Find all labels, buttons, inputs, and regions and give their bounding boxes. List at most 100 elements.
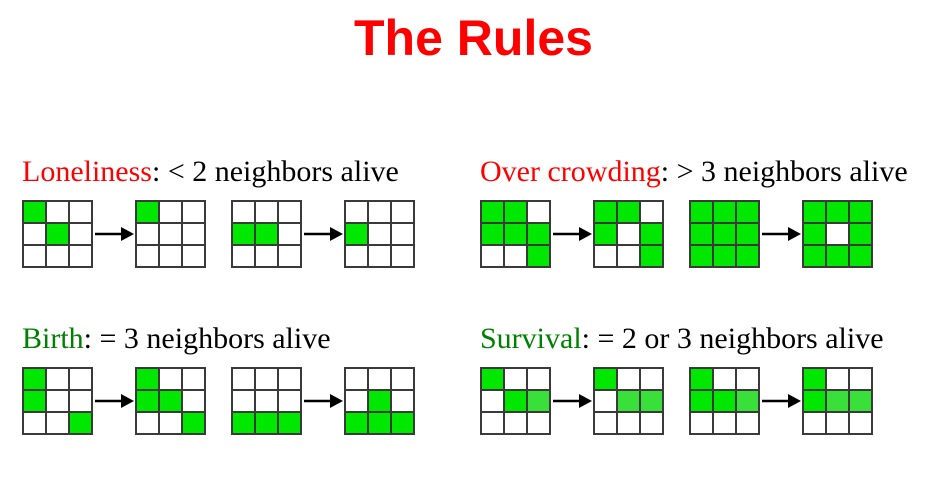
life-cell-r2-c1[interactable] xyxy=(369,246,390,266)
life-cell-r1-c0[interactable] xyxy=(595,224,616,244)
grid-before[interactable] xyxy=(231,200,302,268)
grid-before[interactable] xyxy=(689,200,760,268)
life-cell-r0-c0[interactable] xyxy=(137,202,158,222)
life-cell-r0-c1[interactable] xyxy=(369,202,390,222)
life-cell-r2-c2[interactable] xyxy=(528,413,549,433)
life-cell-r2-c0[interactable] xyxy=(804,246,825,266)
life-cell-r2-c1[interactable] xyxy=(256,413,277,433)
life-cell-r2-c0[interactable] xyxy=(233,246,254,266)
life-cell-r2-c1[interactable] xyxy=(714,246,735,266)
life-cell-r0-c1[interactable] xyxy=(827,369,848,389)
life-cell-r0-c1[interactable] xyxy=(714,369,735,389)
life-cell-r1-c2[interactable] xyxy=(70,391,91,411)
life-cell-r1-c0[interactable] xyxy=(482,224,503,244)
life-cell-r1-c0[interactable] xyxy=(595,391,616,411)
grid-after[interactable] xyxy=(135,200,206,268)
life-cell-r1-c2[interactable] xyxy=(850,391,871,411)
life-cell-r2-c1[interactable] xyxy=(256,246,277,266)
life-cell-r1-c0[interactable] xyxy=(804,391,825,411)
grid-before[interactable] xyxy=(231,367,302,435)
life-cell-r1-c0[interactable] xyxy=(233,224,254,244)
life-cell-r0-c2[interactable] xyxy=(183,202,204,222)
life-cell-r1-c1[interactable] xyxy=(827,224,848,244)
life-cell-r1-c0[interactable] xyxy=(482,391,503,411)
life-cell-r2-c0[interactable] xyxy=(482,246,503,266)
life-cell-r1-c0[interactable] xyxy=(137,391,158,411)
life-cell-r1-c2[interactable] xyxy=(528,224,549,244)
life-cell-r0-c1[interactable] xyxy=(256,369,277,389)
life-cell-r1-c1[interactable] xyxy=(505,391,526,411)
life-cell-r2-c1[interactable] xyxy=(47,413,68,433)
life-cell-r2-c1[interactable] xyxy=(618,246,639,266)
life-cell-r2-c2[interactable] xyxy=(392,413,413,433)
life-cell-r0-c2[interactable] xyxy=(641,369,662,389)
life-cell-r2-c2[interactable] xyxy=(183,413,204,433)
life-cell-r0-c2[interactable] xyxy=(279,369,300,389)
life-cell-r2-c0[interactable] xyxy=(24,413,45,433)
life-cell-r0-c1[interactable] xyxy=(618,202,639,222)
life-cell-r2-c1[interactable] xyxy=(505,246,526,266)
life-cell-r1-c0[interactable] xyxy=(24,224,45,244)
grid-before[interactable] xyxy=(22,200,93,268)
grid-after[interactable] xyxy=(802,367,873,435)
life-cell-r0-c0[interactable] xyxy=(595,369,616,389)
life-cell-r0-c0[interactable] xyxy=(482,369,503,389)
life-cell-r0-c0[interactable] xyxy=(24,369,45,389)
life-cell-r1-c0[interactable] xyxy=(346,391,367,411)
life-cell-r0-c0[interactable] xyxy=(24,202,45,222)
life-cell-r1-c2[interactable] xyxy=(850,224,871,244)
grid-after[interactable] xyxy=(593,367,664,435)
life-cell-r0-c1[interactable] xyxy=(369,369,390,389)
grid-after[interactable] xyxy=(593,200,664,268)
grid-after[interactable] xyxy=(344,200,415,268)
life-cell-r1-c0[interactable] xyxy=(346,224,367,244)
life-cell-r0-c0[interactable] xyxy=(346,369,367,389)
life-cell-r2-c2[interactable] xyxy=(737,246,758,266)
life-cell-r0-c2[interactable] xyxy=(641,202,662,222)
life-cell-r2-c0[interactable] xyxy=(804,413,825,433)
life-cell-r2-c0[interactable] xyxy=(233,413,254,433)
life-cell-r0-c0[interactable] xyxy=(233,202,254,222)
life-cell-r2-c2[interactable] xyxy=(70,246,91,266)
life-cell-r1-c1[interactable] xyxy=(256,224,277,244)
life-cell-r1-c0[interactable] xyxy=(691,224,712,244)
life-cell-r1-c1[interactable] xyxy=(47,224,68,244)
life-cell-r0-c2[interactable] xyxy=(850,369,871,389)
life-cell-r0-c2[interactable] xyxy=(279,202,300,222)
life-cell-r0-c0[interactable] xyxy=(691,369,712,389)
life-cell-r2-c2[interactable] xyxy=(70,413,91,433)
grid-after[interactable] xyxy=(135,367,206,435)
life-cell-r2-c2[interactable] xyxy=(850,413,871,433)
life-cell-r0-c1[interactable] xyxy=(618,369,639,389)
life-cell-r0-c0[interactable] xyxy=(346,202,367,222)
life-cell-r1-c1[interactable] xyxy=(256,391,277,411)
grid-after[interactable] xyxy=(802,200,873,268)
life-cell-r0-c1[interactable] xyxy=(256,202,277,222)
life-cell-r1-c1[interactable] xyxy=(47,391,68,411)
life-cell-r2-c0[interactable] xyxy=(137,413,158,433)
life-cell-r1-c2[interactable] xyxy=(279,391,300,411)
life-cell-r1-c1[interactable] xyxy=(618,391,639,411)
life-cell-r2-c1[interactable] xyxy=(369,413,390,433)
life-cell-r0-c2[interactable] xyxy=(528,369,549,389)
grid-before[interactable] xyxy=(22,367,93,435)
grid-after[interactable] xyxy=(344,367,415,435)
life-cell-r2-c1[interactable] xyxy=(714,413,735,433)
life-cell-r0-c0[interactable] xyxy=(137,369,158,389)
life-cell-r2-c0[interactable] xyxy=(346,413,367,433)
life-cell-r0-c2[interactable] xyxy=(183,369,204,389)
life-cell-r1-c0[interactable] xyxy=(137,224,158,244)
life-cell-r2-c1[interactable] xyxy=(160,413,181,433)
life-cell-r2-c2[interactable] xyxy=(737,413,758,433)
life-cell-r2-c2[interactable] xyxy=(850,246,871,266)
life-cell-r0-c1[interactable] xyxy=(160,369,181,389)
life-cell-r2-c2[interactable] xyxy=(641,246,662,266)
life-cell-r2-c0[interactable] xyxy=(24,246,45,266)
life-cell-r0-c1[interactable] xyxy=(47,369,68,389)
life-cell-r1-c0[interactable] xyxy=(804,224,825,244)
life-cell-r0-c0[interactable] xyxy=(804,369,825,389)
life-cell-r1-c0[interactable] xyxy=(24,391,45,411)
life-cell-r1-c2[interactable] xyxy=(528,391,549,411)
life-cell-r1-c2[interactable] xyxy=(641,391,662,411)
life-cell-r2-c2[interactable] xyxy=(279,246,300,266)
